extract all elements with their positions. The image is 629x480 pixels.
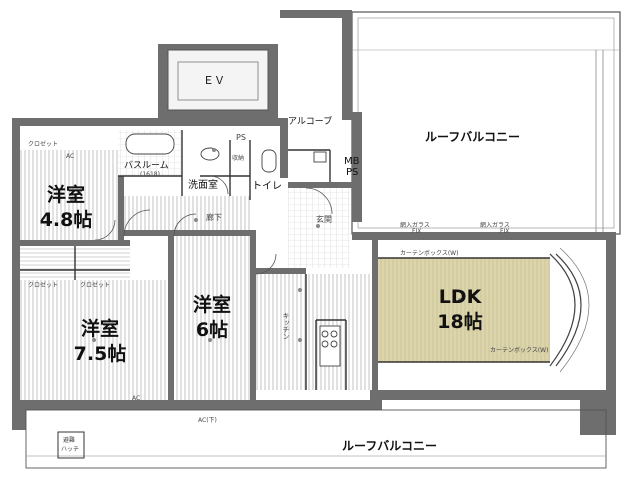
roof-balcony-top-label: ルーフバルコニー <box>425 130 521 144</box>
roof-balcony-top <box>351 11 621 235</box>
elevator-shaft <box>158 44 278 122</box>
fixtures <box>125 133 341 367</box>
wire-glass-note-2: 網入ガラス <box>480 222 510 229</box>
roof-balcony-bottom-label: ルーフバルコニー <box>342 439 438 453</box>
door-swings <box>94 175 333 275</box>
closet-note-1: クロゼット <box>28 141 59 148</box>
western-room-7-5-size: 7.5帖 <box>73 343 127 365</box>
kitchen-label: キッチン <box>282 312 290 340</box>
closet-note-3: クロゼット <box>80 282 111 289</box>
toilet-label: トイレ <box>252 181 282 192</box>
western-room-4-8-size: 4.8帖 <box>39 209 93 231</box>
western-room-6-floor <box>174 236 250 400</box>
western-room-6: 洋室 6帖 <box>180 296 244 340</box>
alcove-label: アルコーブ <box>288 117 333 127</box>
curtain-box-note-2: カーテンボックス(W) <box>490 347 549 354</box>
entrance-floor <box>288 188 350 268</box>
fix-note-2: FIX <box>500 228 510 235</box>
western-room-7-5: 洋室 7.5帖 <box>58 320 142 364</box>
ac-note-3: AC(下) <box>198 417 217 424</box>
western-room-6-name: 洋室 <box>192 294 231 316</box>
ac-note-1: AC <box>66 153 75 160</box>
bay-window <box>549 247 590 373</box>
ev-label: ＥＶ <box>203 74 225 87</box>
ldk-size: 18帖 <box>437 311 483 333</box>
washroom-label: 洗面室 <box>188 180 218 191</box>
bathroom-label: バスルーム <box>124 161 169 171</box>
outer-walls <box>12 10 616 435</box>
bath-size-label: (1618) <box>140 171 160 178</box>
western-room-4-8-name: 洋室 <box>46 184 85 206</box>
western-room-6-size: 6帖 <box>195 319 229 341</box>
storage-label: 収納 <box>232 155 245 162</box>
hatch-label-2: ハッチ <box>61 446 80 453</box>
western-room-4-8: 洋室 4.8帖 <box>30 186 102 230</box>
ldk-floor <box>378 258 550 362</box>
entrance-label: 玄関 <box>316 215 332 224</box>
mbps-label-2: PS <box>346 167 359 178</box>
partitions <box>20 130 550 390</box>
ac-note-2: AC <box>132 395 141 402</box>
corridor-floor <box>124 196 250 230</box>
roof-balcony-bottom <box>25 409 607 469</box>
ldk-room: LDK 18帖 <box>420 288 500 332</box>
wire-glass-note-1: 網入ガラス <box>400 222 430 229</box>
curtain-box-note-1: カーテンボックス(W) <box>400 250 459 257</box>
room-floors <box>20 130 550 400</box>
hatch-label-1: 避難 <box>63 437 76 444</box>
ps-label-top: PS <box>236 133 246 142</box>
closet-note-2: クロゼット <box>28 282 59 289</box>
ldk-name: LDK <box>438 286 482 308</box>
light-fixtures <box>70 148 462 342</box>
kitchen-floor <box>256 274 372 390</box>
western-room-4-8-floor <box>20 150 118 240</box>
fix-note-1: FIX <box>412 228 422 235</box>
corridor-label: 廊下 <box>206 213 222 222</box>
mbps-label-1: MB <box>344 156 360 167</box>
western-room-7-5-name: 洋室 <box>80 318 119 340</box>
